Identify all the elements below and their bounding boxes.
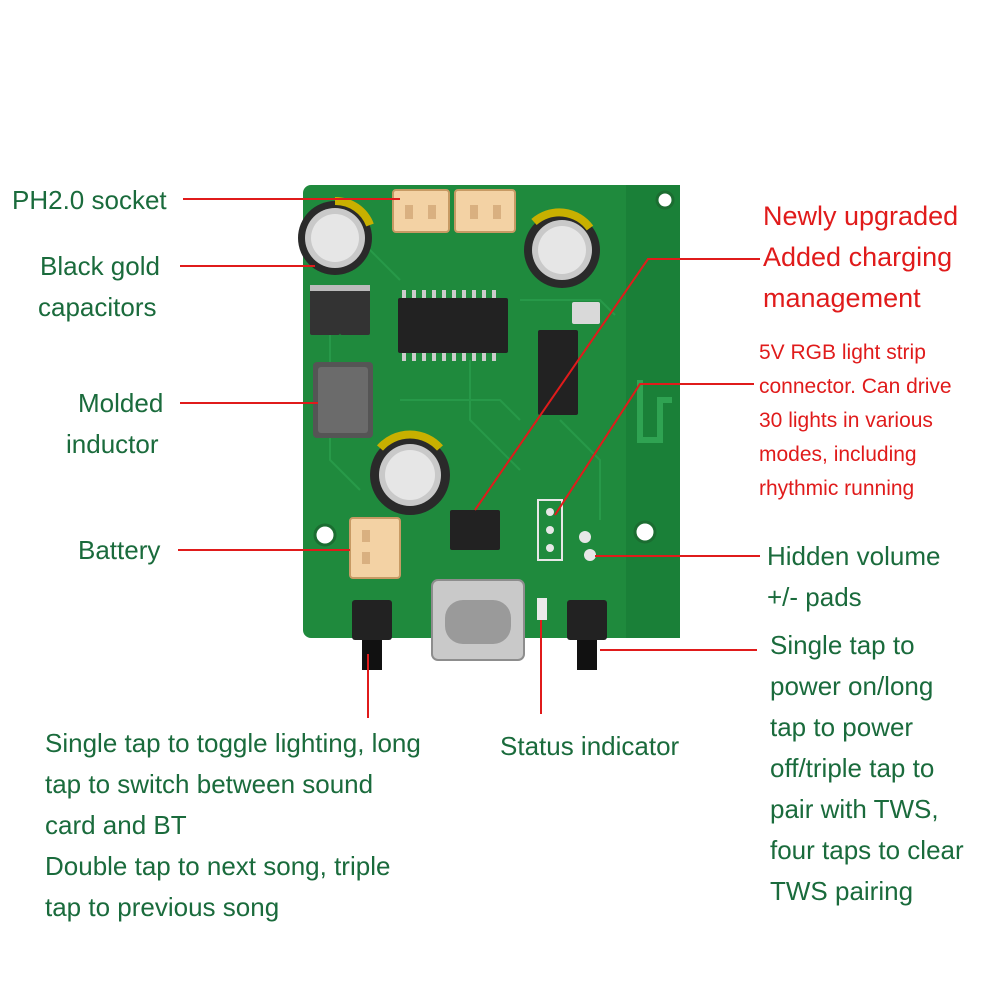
label-ph20-socket: PH2.0 socket (12, 185, 167, 215)
crystal (572, 302, 600, 324)
charging-chip (450, 510, 500, 550)
label-rgb: 5V RGB light strip connector. Can drive … (759, 336, 952, 506)
power-button (567, 600, 607, 640)
label-line: connector. Can drive (759, 375, 952, 398)
label-line: Newly upgraded (763, 201, 959, 231)
label-line: 5V RGB light strip (759, 341, 926, 364)
label-line: modes, including (759, 443, 917, 466)
label-line: four taps to clear (770, 835, 964, 865)
label-line: tap to previous song (45, 892, 280, 922)
pointer-rgb (554, 383, 754, 516)
volume-pad (584, 549, 596, 561)
amp-chip (398, 298, 508, 353)
label-line: Single tap to (770, 630, 915, 660)
label-power-button: Single tap to power on/long tap to power… (770, 625, 964, 912)
label-line: Double tap to next song, triple (45, 851, 391, 881)
lighting-button (352, 600, 392, 640)
diode-ss54-left (310, 285, 340, 335)
label-capacitors: Black gold capacitors (38, 246, 160, 328)
bt-chip (538, 330, 578, 415)
battery-connector (349, 517, 401, 579)
status-led (537, 598, 547, 620)
label-status-indicator: Status indicator (500, 731, 680, 761)
mounting-hole (633, 520, 657, 544)
label-line: Single tap to toggle lighting, long (45, 728, 421, 758)
label-line: 30 lights in various (759, 409, 933, 432)
label-line: inductor (66, 429, 159, 459)
label-line: off/triple tap to (770, 753, 935, 783)
label-battery: Battery (78, 535, 161, 565)
label-line: rhythmic running (759, 477, 915, 500)
label-lighting-button: Single tap to toggle lighting, long tap … (45, 723, 421, 928)
label-inductor: Molded inductor (66, 383, 163, 465)
label-line: card and BT (45, 810, 187, 840)
ph20-socket-right (454, 189, 516, 233)
label-line: TWS pairing (770, 876, 914, 906)
mounting-hole (655, 190, 675, 210)
label-line: Added charging (763, 242, 953, 272)
label-line: pair with TWS, (770, 794, 939, 824)
antenna-area (626, 185, 680, 638)
mounting-hole (313, 523, 337, 547)
volume-pad (579, 531, 591, 543)
diode-ss54-right (340, 285, 370, 335)
label-line: Black gold (40, 251, 160, 281)
ph20-socket-left (392, 189, 450, 233)
label-line: capacitors (38, 292, 157, 322)
label-line: Molded (78, 388, 164, 418)
label-line: tap to power (770, 712, 914, 742)
label-line: tap to switch between sound (45, 769, 374, 799)
label-line: management (763, 283, 921, 313)
antenna-trace (637, 380, 672, 443)
rgb-connector-pads (537, 499, 563, 561)
label-line: power on/long (770, 671, 934, 701)
pointer-upgrade (474, 258, 760, 511)
label-line: Hidden volume (767, 541, 941, 571)
label-volume: Hidden volume +/- pads (767, 536, 940, 618)
label-upgrade: Newly upgraded Added charging management (763, 196, 958, 319)
label-line: +/- pads (767, 582, 862, 612)
